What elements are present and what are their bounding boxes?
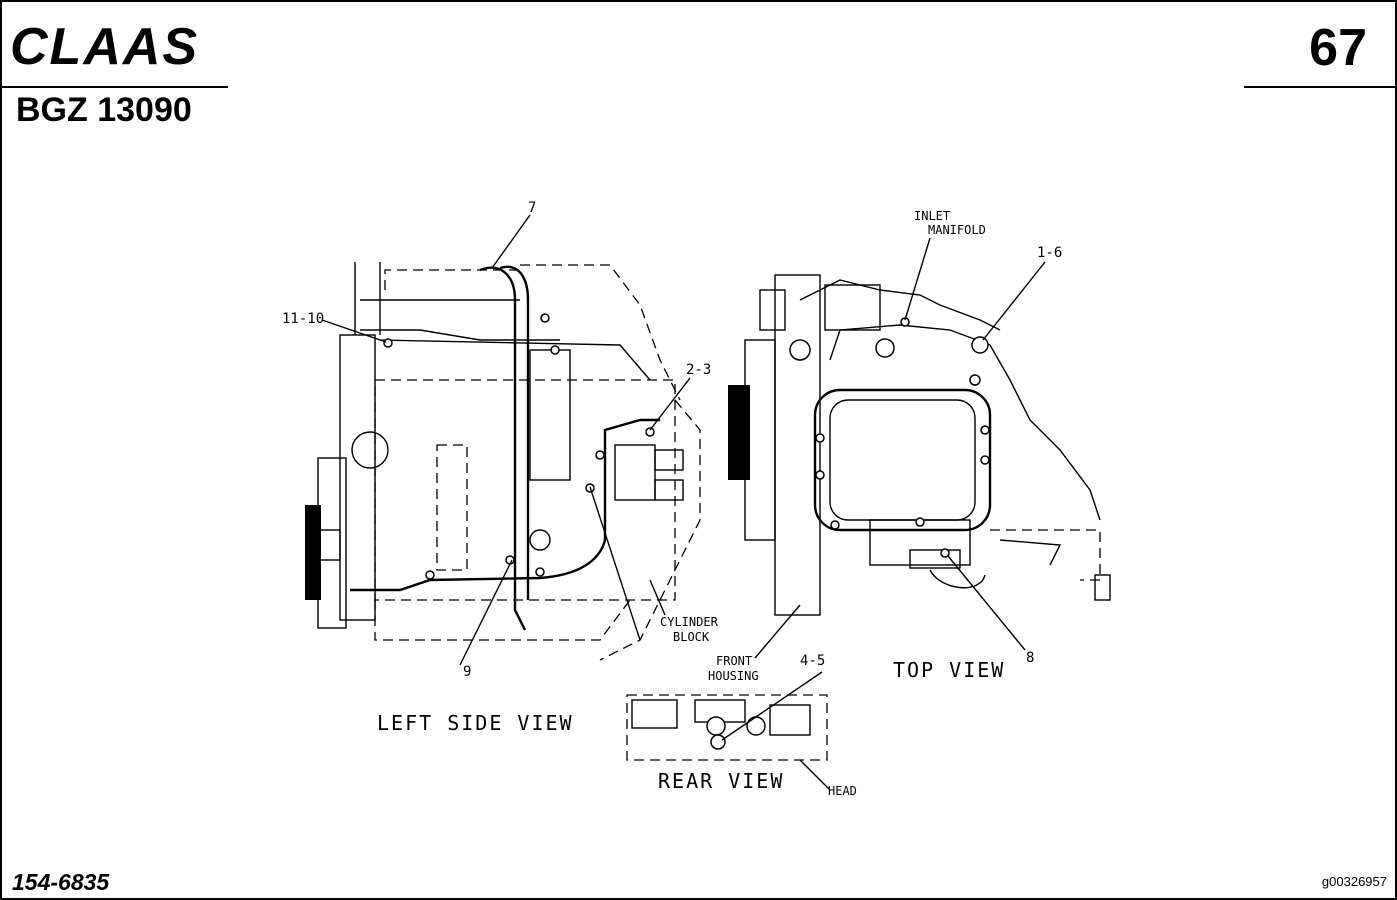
leader-cylinder-block <box>649 579 666 616</box>
image-id: g00326957 <box>1321 874 1387 889</box>
view-title-left-side: LEFT SIDE VIEW <box>377 711 574 735</box>
claas-logo: CLAAS <box>10 18 199 70</box>
damper-stack <box>728 385 750 480</box>
oil-pan <box>374 599 631 641</box>
label-head: HEAD <box>828 784 857 798</box>
leader-head <box>799 759 831 791</box>
leader-1-6 <box>982 261 1046 341</box>
label-front: FRONT <box>716 654 752 668</box>
callout-8: 8 <box>1026 650 1034 666</box>
leader-9 <box>459 559 513 666</box>
part-number: 154-6835 <box>12 869 110 895</box>
front-housing <box>774 274 821 616</box>
callout-4-5: 4-5 <box>800 653 825 669</box>
view-title-top: TOP VIEW <box>893 658 1005 682</box>
callout-2-3: 2-3 <box>686 362 711 378</box>
callout-7: 7 <box>528 200 536 216</box>
leader-2-3 <box>649 377 691 431</box>
pulley-belt <box>305 505 321 600</box>
callout-1-6: 1-6 <box>1037 245 1062 261</box>
left-side-view-drawing <box>305 214 701 666</box>
inlet-manifold <box>799 279 1001 331</box>
leader-inlet-manifold <box>904 237 931 321</box>
front-plate <box>339 334 376 621</box>
rear-view-drawing <box>626 671 831 791</box>
top-view-drawing <box>728 237 1111 659</box>
filter-canister <box>529 349 571 481</box>
tube-7 <box>479 266 527 631</box>
cylinder-head-outline <box>813 388 992 532</box>
leader-8 <box>947 555 1026 651</box>
bolt-1-6 <box>971 336 989 354</box>
callout-11-10: 11-10 <box>282 311 324 327</box>
pulley-housing <box>317 457 347 629</box>
model-code: BGZ 13090 <box>16 91 192 129</box>
block-body <box>374 379 676 601</box>
callout-9: 9 <box>463 664 471 680</box>
label-housing: HOUSING <box>708 669 759 683</box>
brand-logo-text: CLAAS <box>10 18 199 70</box>
header-rule-left <box>2 86 228 88</box>
leader-11-10 <box>321 319 387 343</box>
label-block: BLOCK <box>673 630 710 644</box>
view-title-rear: REAR VIEW <box>658 769 784 793</box>
fuel-line-lower <box>350 418 660 592</box>
label-inlet: INLET <box>914 209 950 223</box>
label-cylinder: CYLINDER <box>660 615 719 629</box>
label-manifold: MANIFOLD <box>928 223 986 237</box>
header-rule-right <box>1244 86 1395 88</box>
leader-front-housing <box>754 604 801 659</box>
bolt-4-5 <box>710 734 726 750</box>
leader-7 <box>491 214 531 269</box>
leader-4-5 <box>721 671 823 741</box>
rear-head-outline <box>626 694 828 761</box>
page-number: 67 <box>1309 19 1367 77</box>
